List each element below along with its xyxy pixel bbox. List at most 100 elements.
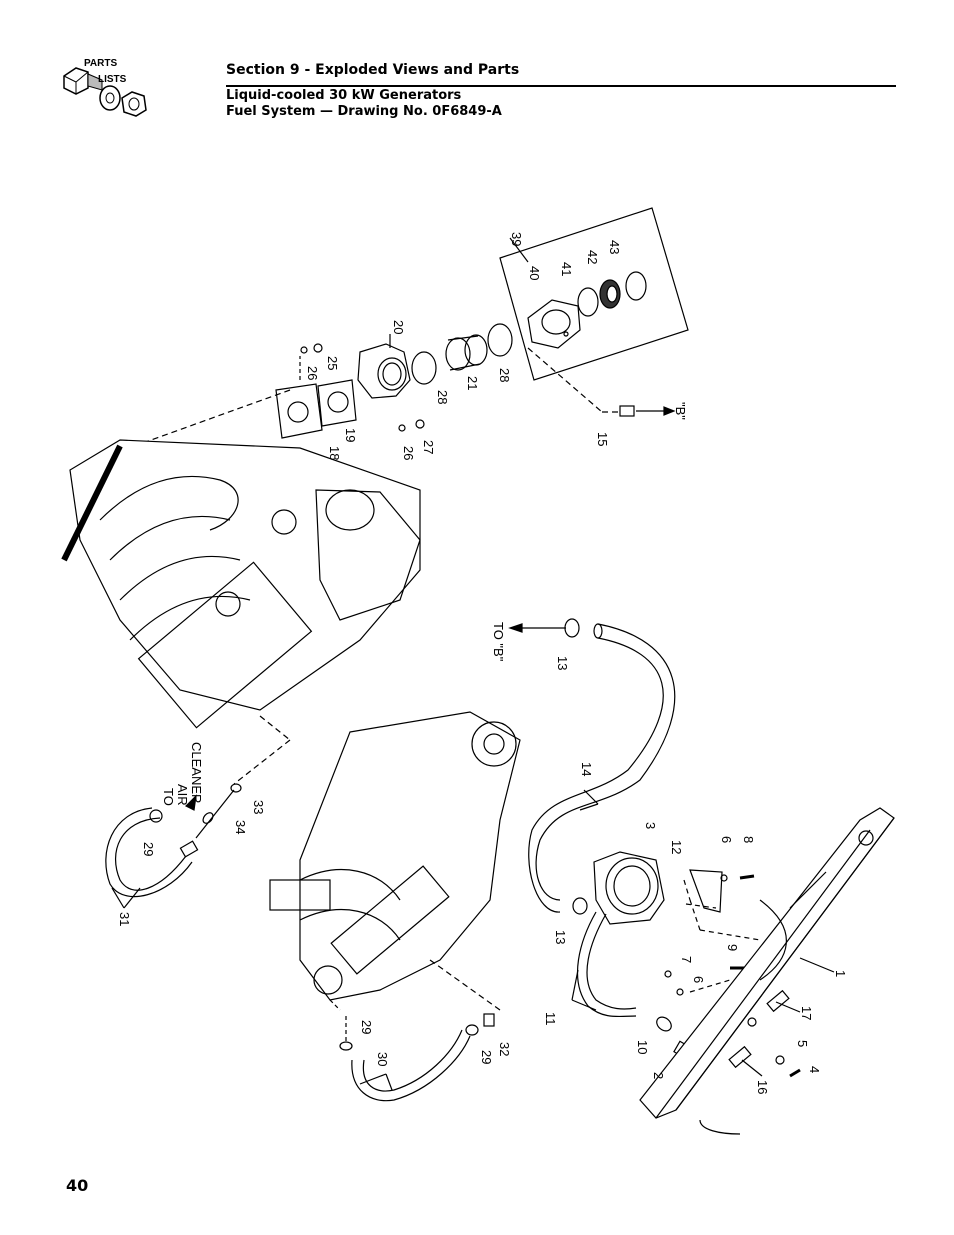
clamp-13a <box>564 618 580 638</box>
callout-39: 39 <box>509 232 524 246</box>
hose-14 <box>528 623 676 913</box>
bolt-27 <box>415 419 425 429</box>
callout-10: 10 <box>635 1040 650 1054</box>
callout-29c: 29 <box>479 1050 494 1064</box>
callout-25: 25 <box>325 356 340 370</box>
adapter-plate-18 <box>275 383 323 439</box>
callout-31: 31 <box>117 912 132 926</box>
callout-42: 42 <box>585 250 600 264</box>
washer-icon <box>99 85 121 111</box>
callout-20: 20 <box>391 320 406 334</box>
engine-lower-view <box>269 711 521 1001</box>
element-42 <box>599 279 621 309</box>
fitting-32 <box>483 1013 495 1027</box>
header-rule <box>226 85 896 87</box>
callout-19: 19 <box>343 428 358 442</box>
callout-13b: 13 <box>553 930 568 944</box>
callout-8: 8 <box>741 836 756 843</box>
label-to: TO <box>161 788 176 806</box>
callout-5: 5 <box>795 1040 810 1047</box>
gasket-41 <box>577 287 599 317</box>
callout-30: 30 <box>375 1052 390 1066</box>
callout-29a: 29 <box>141 842 156 856</box>
screw-8 <box>739 874 755 880</box>
callout-27: 27 <box>421 440 436 454</box>
clamp-13b <box>572 897 588 915</box>
frame-rail-1 <box>639 807 895 1135</box>
callout-26b: 26 <box>401 446 416 460</box>
fitting-33 <box>230 783 242 793</box>
label-cleaner: CLEANER <box>189 742 204 803</box>
clamp-28b <box>487 323 513 357</box>
parts-lists-logo: PARTS LISTS <box>58 54 158 128</box>
cover-43 <box>625 271 647 301</box>
page-number: 40 <box>66 1176 89 1195</box>
washer-7 <box>664 970 672 978</box>
subtitle-line1: Liquid-cooled 30 kW Generators <box>226 88 462 103</box>
callout-33: 33 <box>251 800 266 814</box>
callout-2: 2 <box>651 1072 666 1079</box>
fitting-15 <box>619 405 635 417</box>
fitting-34 <box>202 812 214 824</box>
washer-6b <box>676 988 684 996</box>
gasket-19 <box>317 379 357 427</box>
callout-28b: 28 <box>497 368 512 382</box>
clamp-28a <box>411 351 437 385</box>
hose-30 <box>351 1035 471 1102</box>
clamp-29a <box>149 809 163 823</box>
elbow-10 <box>656 1016 672 1032</box>
washer-26b <box>398 424 406 432</box>
logo-line1: PARTS <box>84 58 117 69</box>
label-air: AIR <box>175 784 190 806</box>
callout-13a: 13 <box>555 656 570 670</box>
screw-4 <box>789 1068 801 1078</box>
washer-6a <box>720 874 728 882</box>
logo-line2: LISTS <box>98 74 127 85</box>
callout-14: 14 <box>579 762 594 776</box>
subtitle-line2: Fuel System — Drawing No. 0F6849-A <box>226 104 502 119</box>
clamp-29b <box>339 1041 353 1051</box>
kit-box-39 <box>499 207 689 381</box>
callout-16: 16 <box>755 1080 770 1094</box>
hose-11 <box>576 911 637 1018</box>
callout-17: 17 <box>799 1006 814 1020</box>
nut-icon <box>121 91 147 117</box>
washer-26a <box>300 346 308 354</box>
callout-18: 18 <box>327 446 342 460</box>
callout-15: 15 <box>595 432 610 446</box>
callout-12: 12 <box>669 840 684 854</box>
callout-6b: 6 <box>691 976 706 983</box>
bolt-25 <box>313 343 323 353</box>
engine-upper-view <box>61 439 421 729</box>
mixer-3 <box>593 851 665 925</box>
hose-31 <box>105 807 193 898</box>
callout-28a: 28 <box>435 390 450 404</box>
callout-11: 11 <box>543 1012 558 1026</box>
callout-7: 7 <box>679 956 694 963</box>
callout-29b: 29 <box>359 1020 374 1034</box>
label-to-b: TO "B" <box>491 622 506 662</box>
callout-43: 43 <box>607 240 622 254</box>
callout-40: 40 <box>527 266 542 280</box>
throttle-body-20 <box>357 343 411 399</box>
washer-5 <box>775 1055 785 1065</box>
section-title: Section 9 - Exploded Views and Parts <box>226 62 520 78</box>
callout-26a: 26 <box>305 366 320 380</box>
callout-41: 41 <box>559 262 574 276</box>
callout-9: 9 <box>725 944 740 951</box>
callout-3: 3 <box>643 822 658 829</box>
air-cleaner-housing-40 <box>527 299 581 349</box>
clamp-29c <box>465 1024 479 1036</box>
label-b: "B" <box>673 402 688 420</box>
hose-21 <box>445 334 488 371</box>
callout-6a: 6 <box>719 836 734 843</box>
callout-32: 32 <box>497 1042 512 1056</box>
callout-21: 21 <box>465 376 480 390</box>
callout-1: 1 <box>833 970 848 977</box>
callout-34: 34 <box>233 820 248 834</box>
bracket-12 <box>689 869 723 913</box>
bolt-icon <box>63 67 103 95</box>
callout-4: 4 <box>807 1066 822 1073</box>
fitting-29-left <box>179 840 199 858</box>
